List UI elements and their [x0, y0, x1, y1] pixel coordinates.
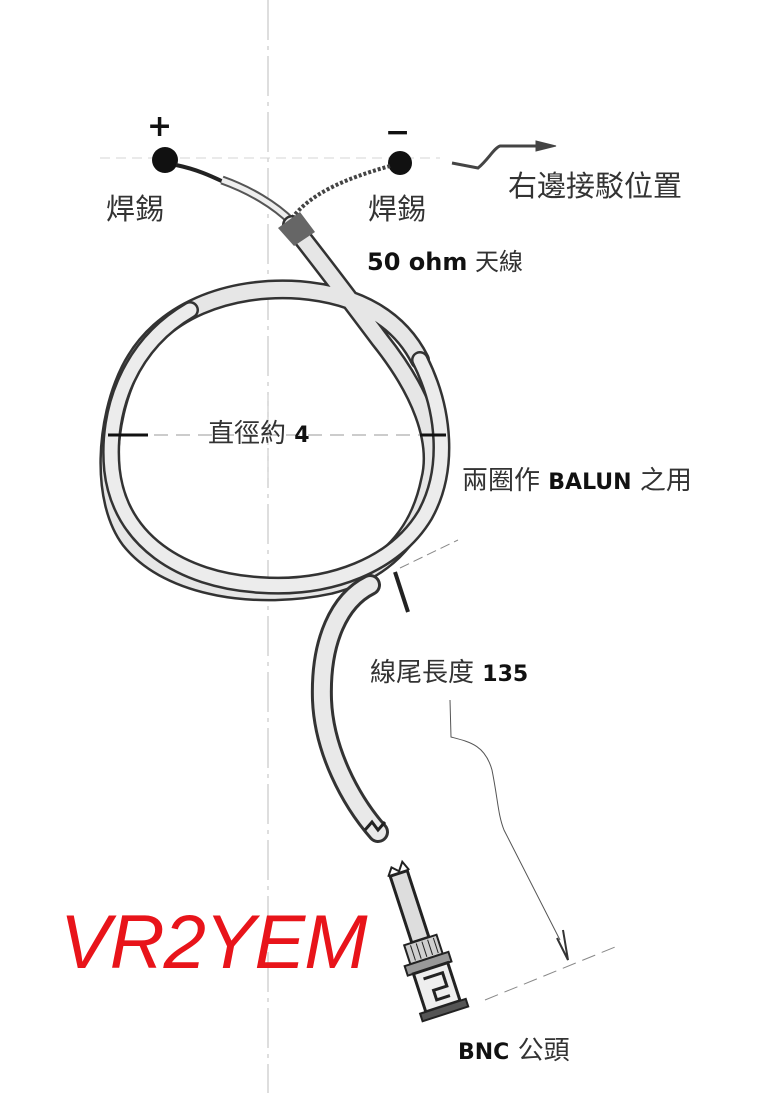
shield-braid-wire	[290, 164, 391, 220]
positive-solder-ball	[152, 147, 178, 173]
bnc-connector-icon	[387, 859, 470, 1023]
center-conductor-wire	[175, 163, 229, 186]
callsign-watermark: VR2YEM	[60, 900, 368, 985]
positive-terminal-symbol: +	[147, 109, 173, 144]
balun-suffix: 之用	[639, 466, 692, 496]
tail-length-dimension	[393, 539, 621, 1001]
balun-prefix: 兩圈作	[462, 466, 541, 496]
negative-solder-ball	[388, 151, 412, 175]
diameter-text: 直徑約	[208, 419, 287, 449]
tail-length-value: 135	[482, 662, 529, 687]
antenna-text: 天線	[474, 248, 523, 276]
cable-sleeve	[278, 212, 315, 246]
bnc-type: BNC	[458, 1040, 510, 1065]
right-connection-arrow-icon	[451, 140, 557, 170]
cable-break-mark	[363, 819, 387, 833]
balun-note-label: 兩圈作 BALUN 之用	[462, 468, 692, 494]
tail-length-text: 線尾長度	[370, 658, 475, 688]
negative-solder-label: 焊錫	[368, 192, 427, 226]
tail-length-label: 線尾長度 135	[370, 660, 528, 686]
bnc-connector-label: BNC 公頭	[458, 1038, 570, 1064]
bnc-male-text: 公頭	[517, 1036, 570, 1066]
diameter-value: 4	[294, 423, 310, 448]
loop-diameter-label: 直徑約 4	[208, 421, 310, 447]
cable-impedance-label: 50 ohm 天線	[367, 250, 523, 274]
balun-word: BALUN	[548, 470, 632, 495]
right-connection-label: 右邊接駁位置	[508, 169, 683, 203]
coax-cable	[99, 215, 451, 843]
positive-solder-label: 焊錫	[106, 192, 165, 226]
negative-terminal-symbol: −	[385, 115, 411, 150]
impedance-value: 50 ohm	[367, 248, 468, 276]
